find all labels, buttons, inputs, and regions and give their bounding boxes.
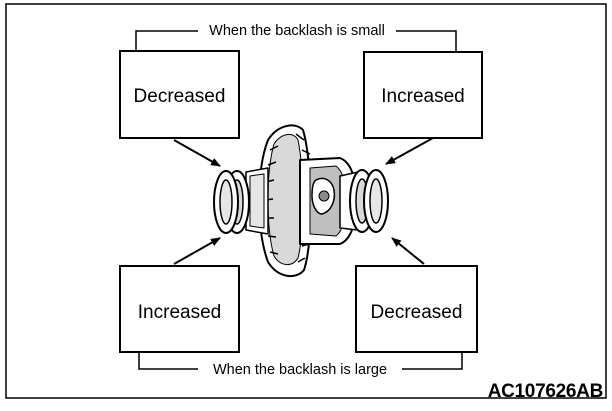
box-top-left: Decreased xyxy=(119,50,240,139)
arrow-bottom-right xyxy=(391,237,425,265)
box-top-left-label: Decreased xyxy=(134,86,226,107)
box-bottom-right: Decreased xyxy=(355,265,478,353)
arrow-top-right xyxy=(385,137,434,165)
caption-backlash-small: When the backlash is small xyxy=(209,23,385,39)
bracket-bottom-right xyxy=(402,350,463,370)
caption-backlash-large: When the backlash is large xyxy=(213,362,387,378)
box-top-right-label: Increased xyxy=(381,86,464,107)
bracket-top-right xyxy=(396,30,457,52)
arrow-top-left xyxy=(173,139,221,167)
differential-gear-illustration xyxy=(213,124,389,278)
box-bottom-left-label: Increased xyxy=(138,302,221,323)
box-top-right: Increased xyxy=(363,51,483,139)
arrow-bottom-left xyxy=(173,237,221,265)
figure-code: AC107626AB xyxy=(488,381,603,402)
box-bottom-left: Increased xyxy=(119,265,240,353)
right-spacer xyxy=(349,169,389,233)
left-spacer xyxy=(213,170,250,234)
box-bottom-right-label: Decreased xyxy=(371,302,463,323)
bracket-bottom-left xyxy=(138,352,198,370)
bracket-top xyxy=(135,30,198,52)
